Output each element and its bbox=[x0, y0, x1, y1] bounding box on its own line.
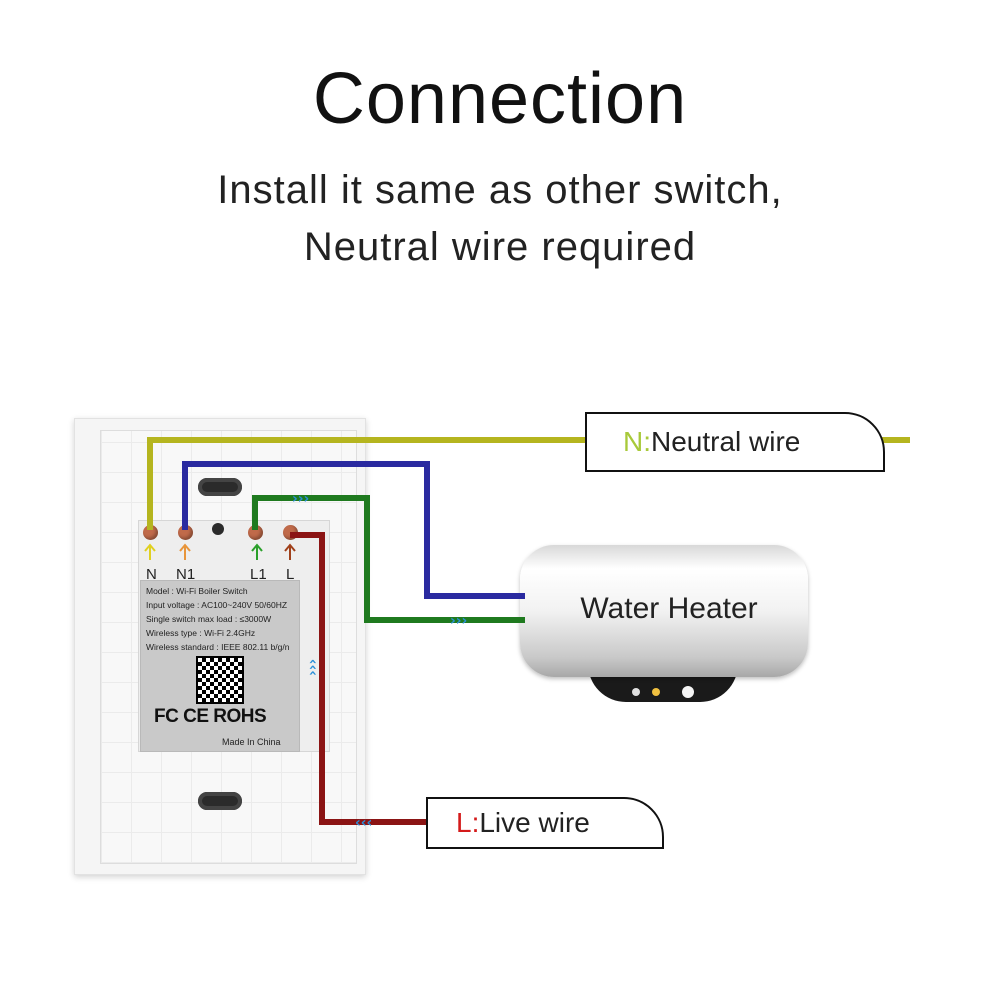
terminal-label-n: N bbox=[146, 566, 157, 583]
live-wire-tag: L:Live wire bbox=[426, 797, 664, 849]
qr-code bbox=[196, 656, 244, 704]
neutral-tag-text: Neutral wire bbox=[651, 426, 801, 457]
subtitle-line-2: Neutral wire required bbox=[303, 225, 697, 269]
spec-max-load: Single switch max load : ≤3000W bbox=[146, 614, 272, 624]
spec-wireless-type: Wireless type : Wi-Fi 2.4GHz bbox=[146, 628, 256, 638]
terminal-n bbox=[143, 525, 158, 540]
neutral-tag-letter: N: bbox=[623, 426, 651, 457]
terminal-label-l1: L1 bbox=[250, 566, 267, 583]
page-title: Connection bbox=[312, 59, 688, 139]
spec-input-voltage: Input voltage : AC100~240V 50/60HZ bbox=[146, 600, 288, 610]
terminal-label-n1: N1 bbox=[176, 566, 196, 583]
terminal-n1 bbox=[178, 525, 193, 540]
center-screw bbox=[212, 523, 224, 535]
terminal-arrow-n1 bbox=[179, 543, 191, 560]
certification-marks: FC CE ROHS bbox=[154, 706, 267, 727]
n1-wire bbox=[182, 461, 525, 599]
flow-arrows-l1-top: ››› bbox=[292, 491, 309, 507]
heater-indicator-light bbox=[632, 688, 640, 696]
flow-arrows-live-vertical: ››› bbox=[305, 659, 321, 676]
live-tag-text: Live wire bbox=[479, 807, 590, 838]
subtitle-line-1: Install it same as other switch, bbox=[217, 168, 783, 212]
live-tag-letter: L: bbox=[456, 807, 480, 838]
terminal-arrow-n bbox=[144, 543, 156, 560]
heater-indicator-light bbox=[652, 688, 660, 696]
neutral-wire-tag: N:Neutral wire bbox=[585, 412, 885, 472]
mounting-slot-top bbox=[198, 478, 242, 496]
terminal-l1 bbox=[248, 525, 263, 540]
l1-wire bbox=[252, 495, 525, 623]
terminal-arrow-l bbox=[284, 543, 296, 560]
spec-wireless-standard: Wireless standard : IEEE 802.11 b/g/n bbox=[146, 642, 290, 652]
terminal-arrow-l1 bbox=[251, 543, 263, 560]
made-in-label: Made In China bbox=[222, 737, 281, 747]
flow-arrows-live-bottom: ‹‹‹ bbox=[355, 815, 372, 831]
spec-model: Model : Wi-Fi Boiler Switch bbox=[146, 586, 248, 596]
mounting-slot-bottom bbox=[198, 792, 242, 810]
terminal-label-l: L bbox=[286, 566, 295, 583]
water-heater-label: Water Heater bbox=[580, 592, 758, 625]
flow-arrows-l1-bottom: ››› bbox=[450, 613, 467, 629]
water-heater bbox=[520, 545, 808, 677]
heater-knob bbox=[682, 686, 694, 698]
live-wire bbox=[290, 532, 430, 825]
